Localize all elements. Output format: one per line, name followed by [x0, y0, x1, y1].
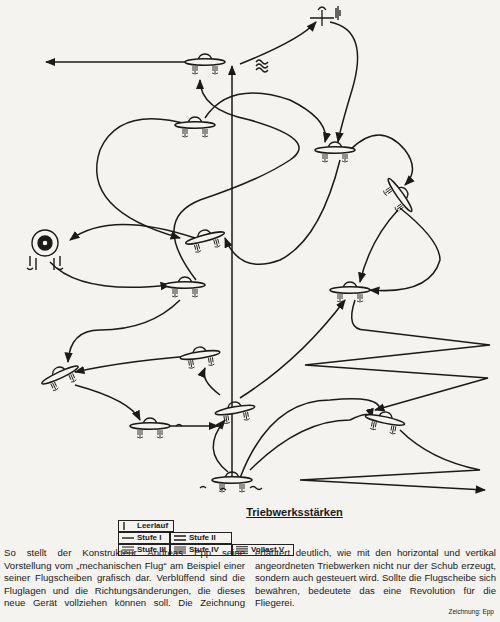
thrust-legend: Triebwerksstärken Leerlauf Stufe I Stufe… — [118, 506, 376, 546]
credit-label: Zeichnung: Epp — [446, 608, 494, 615]
legend-heading: Triebwerksstärken — [213, 506, 376, 518]
legend-cell: Leerlauf — [118, 520, 174, 532]
caption-text: So stellt der Konstrukteur Andreas Epp s… — [4, 547, 496, 613]
thrust-symbol — [121, 522, 135, 530]
thrust-symbol — [173, 534, 187, 542]
legend-text: Leerlauf — [137, 521, 168, 530]
thrust-symbol — [121, 534, 135, 542]
legend-text: Stufe I — [137, 533, 161, 542]
legend-cell: Stufe I — [118, 532, 170, 544]
flight-path-illustration — [0, 0, 500, 505]
legend-text: Stufe II — [189, 533, 216, 542]
legend-cell: Stufe II — [170, 532, 232, 544]
